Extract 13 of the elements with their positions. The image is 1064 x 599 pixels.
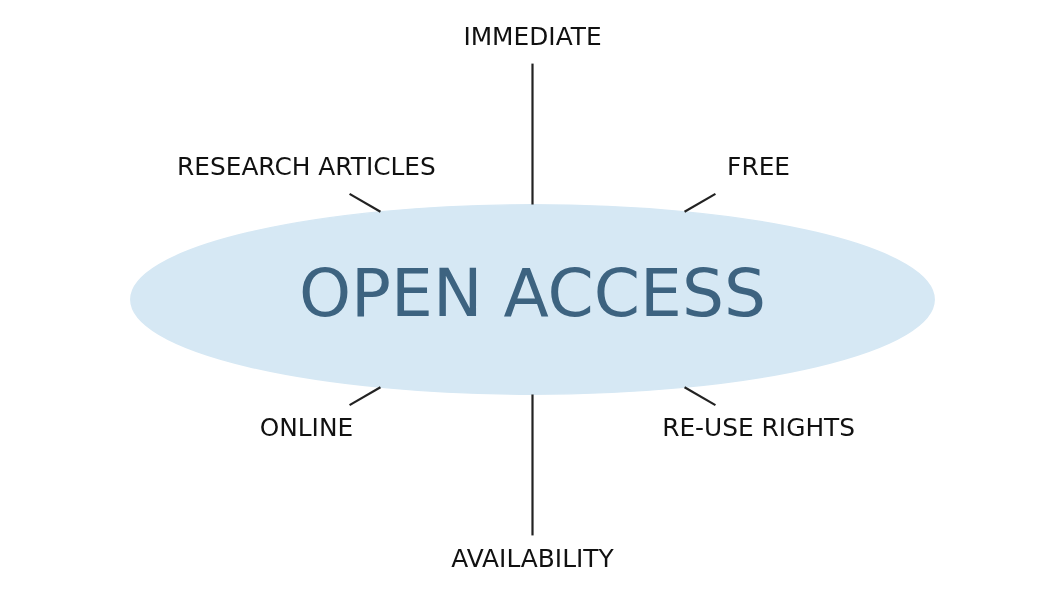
- node-text: ONLINE: [259, 413, 353, 443]
- node-text: RESEARCH ARTICLES: [176, 152, 436, 182]
- connector: [348, 192, 381, 213]
- node-text: RE-USE RIGHTS: [661, 413, 855, 443]
- node-text: FREE: [726, 152, 790, 182]
- node-text: AVAILABILITY: [450, 543, 614, 573]
- connector: [530, 63, 534, 205]
- node-ellipse: OPEN ACCESS: [129, 204, 935, 395]
- connector: [683, 192, 716, 213]
- node-text: IMMEDIATE: [462, 21, 602, 51]
- connector: [530, 394, 534, 536]
- connector: [683, 386, 716, 407]
- connector: [348, 386, 381, 407]
